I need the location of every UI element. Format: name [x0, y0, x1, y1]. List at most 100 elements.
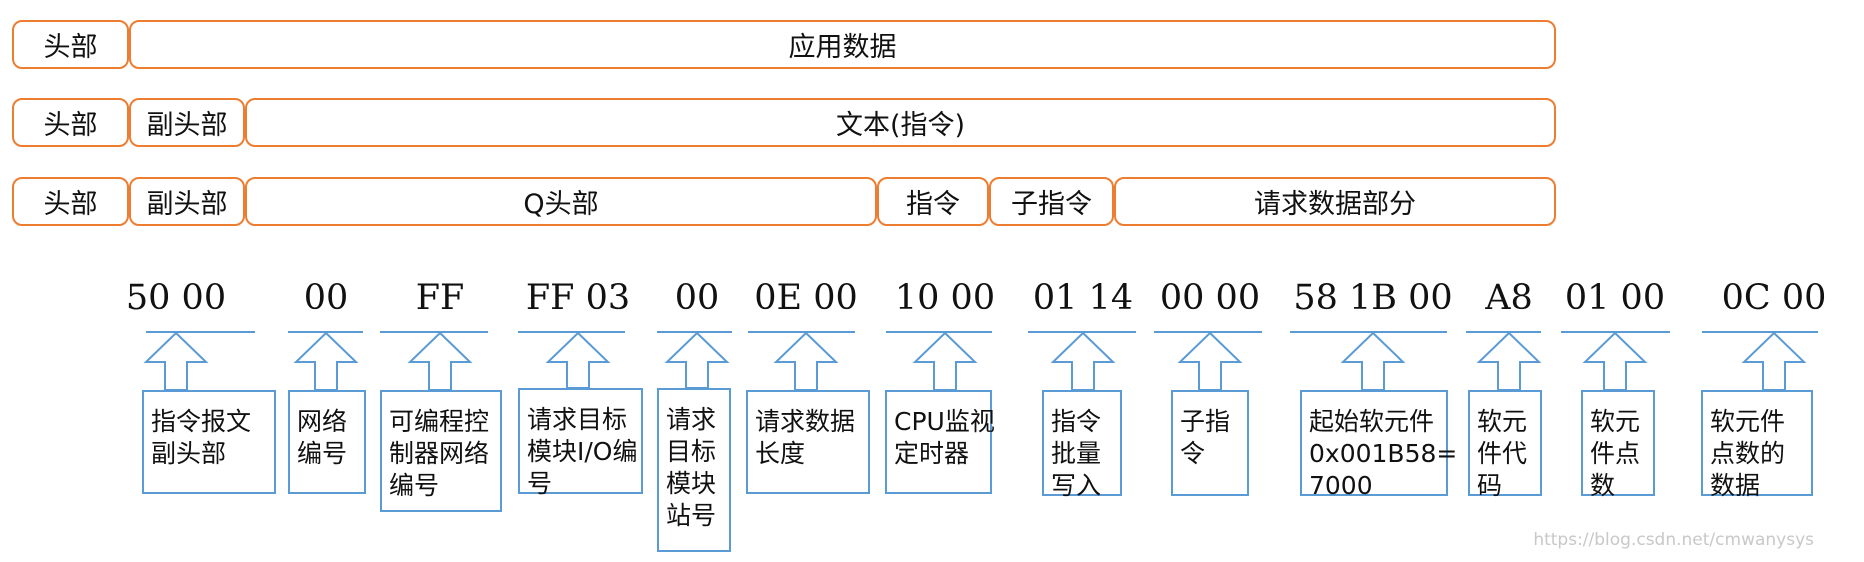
field-desc-line: 编号 [297, 439, 348, 468]
up-arrow-icon [912, 331, 978, 391]
row3-request-data-label: 请求数据部分 [1254, 189, 1416, 220]
row2-text-command-box: 文本(指令) [245, 98, 1556, 147]
field-desc-box-8: 子指令 [1171, 390, 1249, 496]
field-desc-line: 模块I/O编 [527, 437, 638, 466]
row1-app-data-label: 应用数据 [788, 32, 897, 63]
field-hex-11: 01 00 [1564, 278, 1666, 318]
field-desc-line: 数 [1590, 471, 1616, 500]
field-underline-6 [886, 331, 992, 333]
field-underline-4 [657, 331, 732, 333]
field-desc-line: 子指 [1180, 407, 1231, 436]
field-desc-box-10: 软元件代码 [1468, 390, 1542, 500]
field-underline-1 [288, 331, 363, 333]
field-desc-line: 长度 [755, 439, 806, 468]
field-desc-line: 站号 [666, 501, 717, 530]
field-hex-10: A8 [1485, 278, 1533, 318]
field-desc-line: 制器网络 [389, 439, 490, 468]
field-underline-7 [1028, 331, 1136, 333]
field-hex-2: FF [415, 278, 465, 318]
field-desc-line: 号 [527, 469, 553, 498]
row3-request-data-box: 请求数据部分 [1114, 177, 1556, 226]
field-desc-line: 副头部 [151, 439, 227, 468]
up-arrow-icon [1476, 331, 1542, 391]
up-arrow-icon [1177, 331, 1243, 391]
field-underline-2 [380, 331, 488, 333]
row3-sub-header-label: 副头部 [146, 189, 228, 220]
field-desc-line: 点数的 [1710, 439, 1786, 468]
field-hex-8: 00 00 [1159, 278, 1261, 318]
field-desc-line: 码 [1477, 471, 1503, 500]
row1-app-data-box: 应用数据 [129, 20, 1556, 69]
up-arrow-icon [143, 331, 209, 391]
field-desc-line: 起始软元件 [1309, 407, 1435, 436]
field-desc-line: 软元件 [1710, 407, 1786, 436]
field-desc-box-6: CPU监视定时器 [885, 390, 995, 494]
field-desc-line: 编号 [389, 471, 440, 500]
up-arrow-icon [1741, 331, 1807, 391]
row3-command-box: 指令 [877, 177, 989, 226]
row3-q-header-box: Q头部 [245, 177, 877, 226]
field-desc-line: 定时器 [894, 439, 970, 468]
field-underline-5 [748, 331, 855, 333]
row2-header-label: 头部 [43, 110, 98, 141]
field-desc-box-0: 指令报文副头部 [142, 390, 276, 494]
row2-header-box: 头部 [12, 98, 129, 147]
field-desc-box-3: 请求目标模块I/O编号 [518, 388, 643, 498]
row3-sub-command-box: 子指令 [989, 177, 1114, 226]
field-desc-line: 网络 [297, 407, 348, 436]
arrow-layer [143, 331, 1807, 391]
field-underline-0 [146, 331, 255, 333]
field-desc-line: 软元 [1590, 407, 1641, 436]
field-desc-line: 令 [1180, 439, 1206, 468]
up-arrow-icon [293, 331, 359, 391]
field-underline-11 [1561, 331, 1670, 333]
up-arrow-icon [407, 331, 473, 391]
field-desc-box-11: 软元件点数 [1581, 390, 1655, 500]
field-underline-9 [1290, 331, 1447, 333]
field-desc-line: 件代 [1477, 439, 1528, 468]
field-hex-4: 00 [674, 278, 720, 318]
up-arrow-icon [773, 331, 839, 391]
field-desc-box-12: 软元件点数的数据 [1701, 390, 1813, 500]
field-desc-line: 模块 [666, 469, 717, 498]
field-hex-3: FF 03 [525, 278, 631, 318]
field-underline-8 [1154, 331, 1262, 333]
field-hex-9: 58 1B 00 [1293, 278, 1453, 318]
field-desc-line: 件点 [1590, 439, 1641, 468]
field-hex-12: 0C 00 [1721, 278, 1827, 318]
field-desc-box-9: 起始软元件 0x001B58= 7000 [1300, 390, 1458, 500]
field-desc-box-5: 请求数据长度 [746, 390, 870, 494]
field-desc-line: 请求 [666, 405, 717, 434]
row3-q-header-label: Q头部 [523, 189, 599, 220]
row2-sub-header-box: 副头部 [129, 98, 245, 147]
field-hex-0: 50 00 [125, 278, 227, 318]
field-desc-line: 0x001B58= [1309, 439, 1458, 468]
field-desc-line: 软元 [1477, 407, 1528, 436]
row3-header-label: 头部 [43, 189, 98, 220]
up-arrow-icon [664, 331, 730, 389]
row1-header-label: 头部 [43, 32, 98, 63]
field-hex-5: 0E 00 [754, 278, 858, 318]
row3-command-label: 指令 [906, 189, 960, 220]
field-desc-line: CPU监视 [894, 407, 995, 436]
field-underline-12 [1702, 331, 1818, 333]
field-desc-line: 写入 [1051, 471, 1102, 500]
field-desc-box-7: 指令批量写入 [1042, 390, 1122, 500]
field-desc-line: 目标 [666, 437, 717, 466]
field-desc-line: 7000 [1309, 471, 1373, 500]
row1-header-box: 头部 [12, 20, 129, 69]
field-underline-10 [1466, 331, 1541, 333]
row2-sub-header-label: 副头部 [146, 110, 228, 141]
up-arrow-icon [1340, 331, 1406, 391]
row3-sub-header-box: 副头部 [129, 177, 245, 226]
field-desc-line: 指令 [1051, 407, 1102, 436]
row3-header-box: 头部 [12, 177, 129, 226]
up-arrow-icon [1050, 331, 1116, 391]
row3-sub-command-label: 子指令 [1011, 189, 1092, 220]
watermark: https://blog.csdn.net/cmwanysys [1533, 530, 1814, 550]
field-underline-3 [518, 331, 625, 333]
field-desc-line: 可编程控 [389, 407, 490, 436]
field-desc-line: 指令报文 [151, 407, 252, 436]
field-desc-line: 请求目标 [527, 405, 628, 434]
field-hex-1: 00 [303, 278, 349, 318]
